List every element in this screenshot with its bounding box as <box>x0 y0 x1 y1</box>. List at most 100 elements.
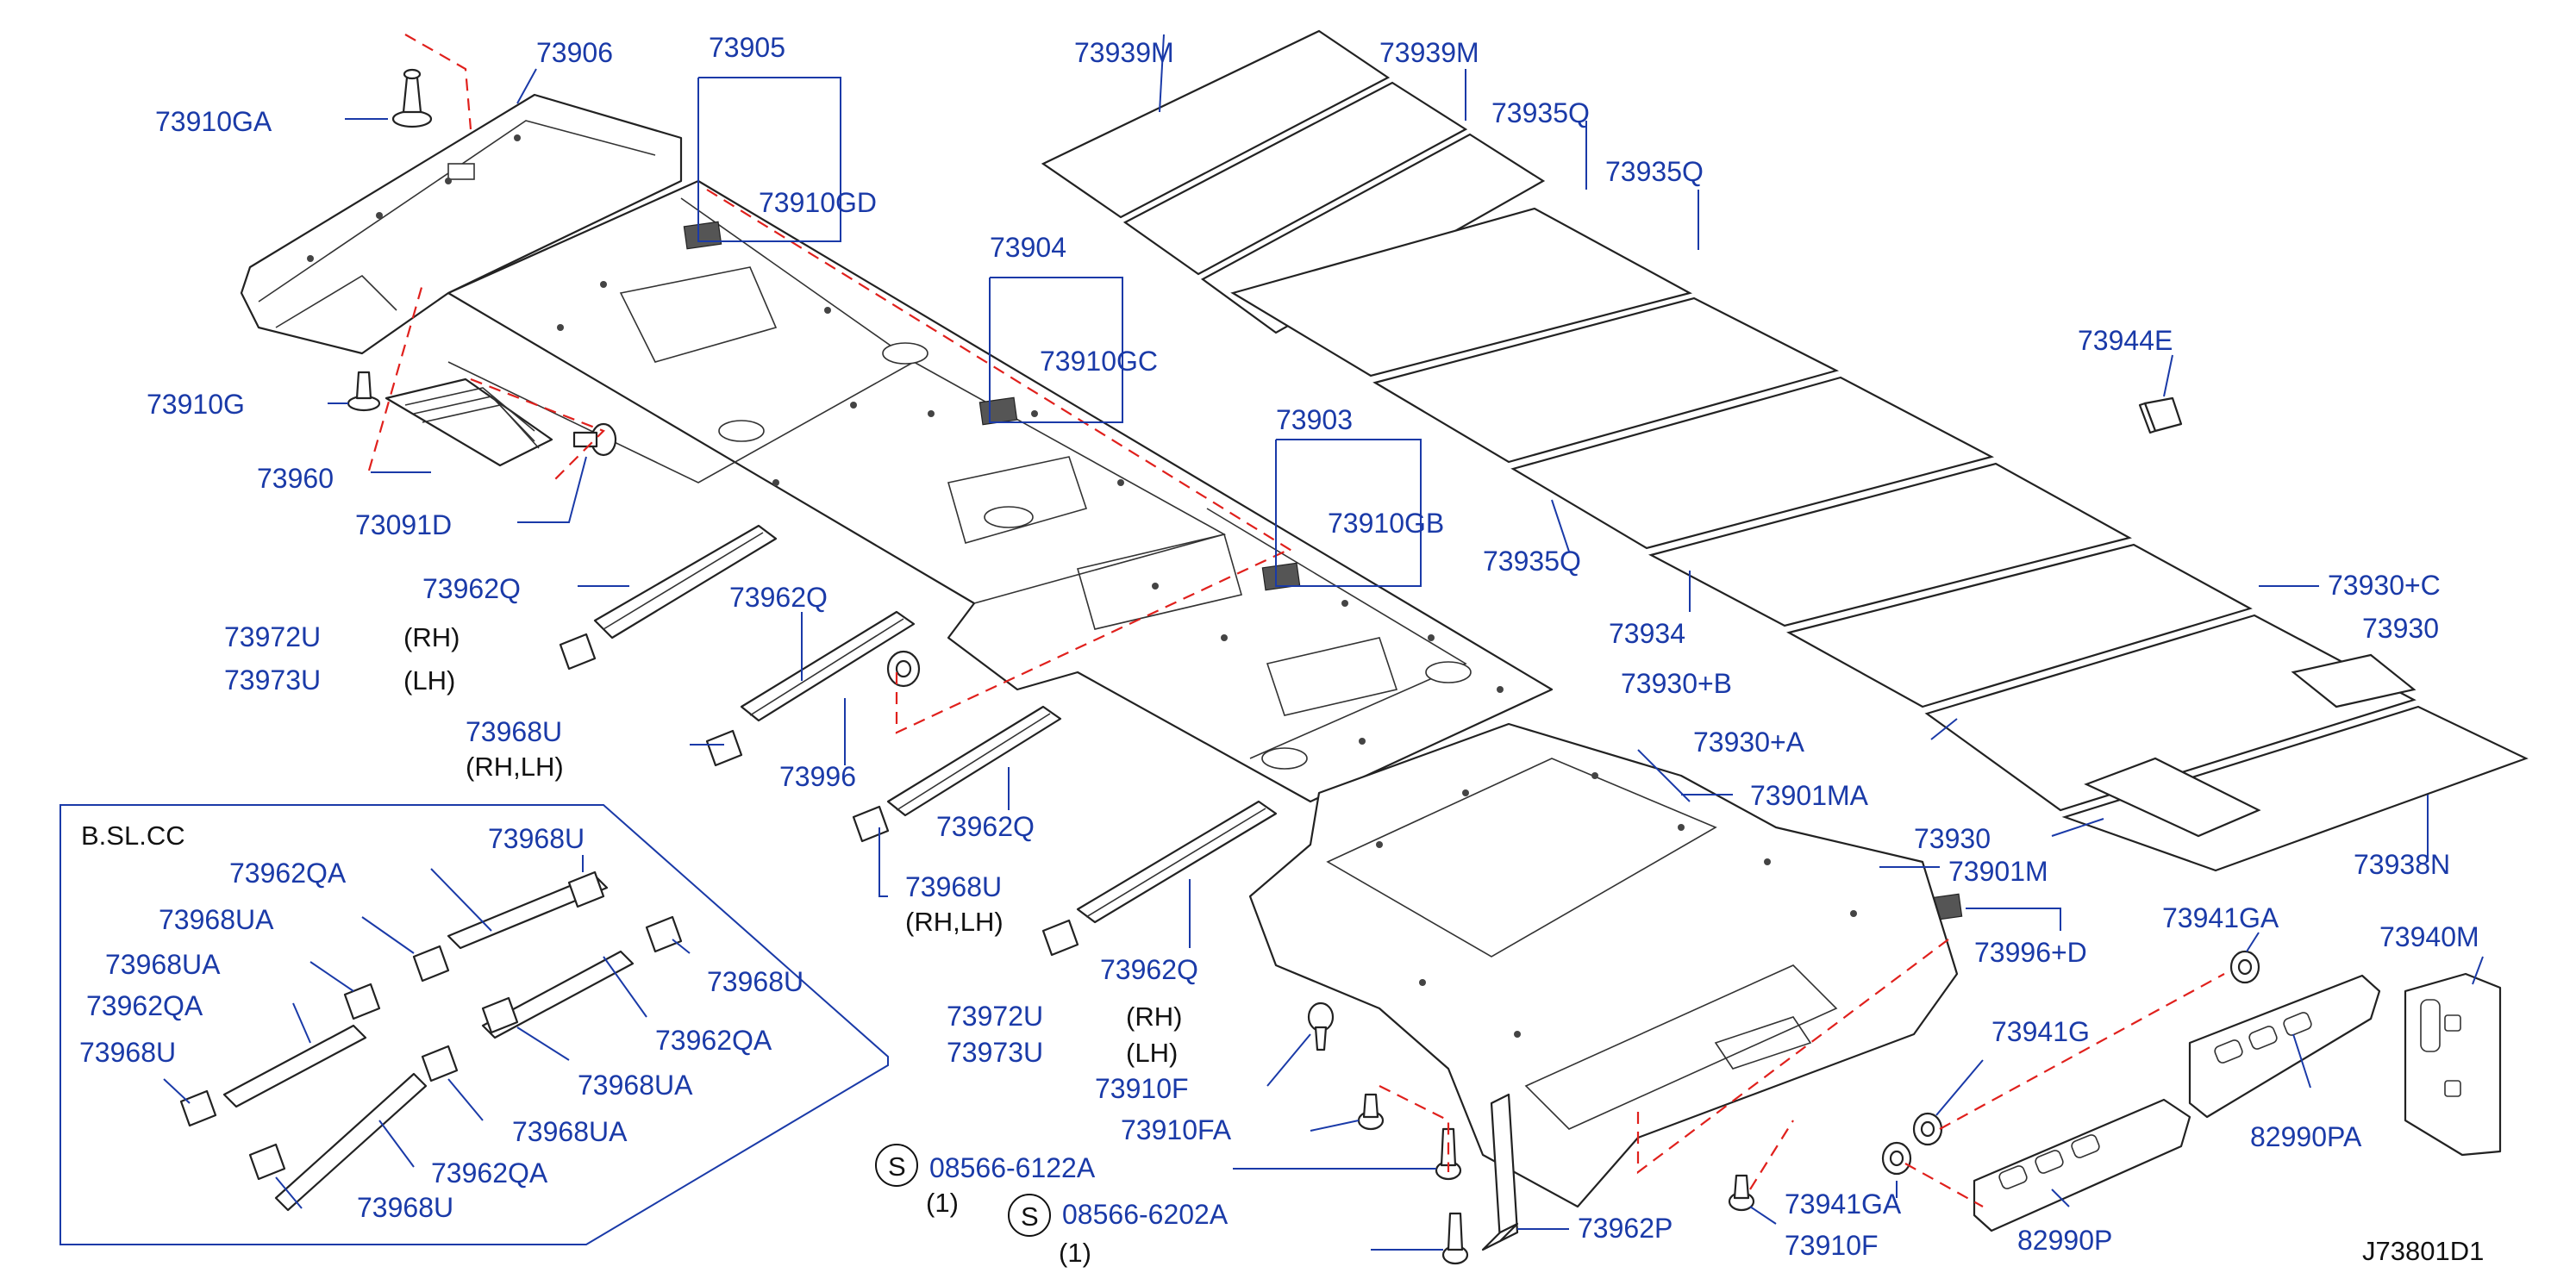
inset-label-73968UA-4: 73968UA <box>512 1116 628 1147</box>
assist-grip-73960 <box>385 377 553 467</box>
label-73962Q-4: 73962Q <box>1100 954 1198 985</box>
label-73962Q-2: 73962Q <box>729 582 828 613</box>
screw-symbol: S <box>888 1151 906 1182</box>
inset-label-73968UA-3: 73968UA <box>578 1070 693 1101</box>
cover-73940M <box>2404 972 2502 1157</box>
label-73996-D: 73996+D <box>1974 937 2087 968</box>
roof-panel-73935Q-2 <box>1230 207 1692 377</box>
label-73938N: 73938N <box>2354 849 2450 880</box>
assembly-lines <box>367 34 2225 1207</box>
label-qty-2: (1) <box>1059 1238 1091 1268</box>
leader-lines <box>328 34 2484 1251</box>
label-73973U-2: 73973U <box>947 1037 1043 1068</box>
label-73091D: 73091D <box>355 509 452 540</box>
clip-73968U-3 <box>1041 919 1079 957</box>
label-73996: 73996 <box>779 761 856 792</box>
clip-73910GA <box>391 68 433 128</box>
lamp-82990P <box>1973 1098 2191 1232</box>
clip-73941GA-2 <box>1881 1141 1912 1176</box>
label-rhlh-2: (RH,LH) <box>905 907 1004 937</box>
label-73930-B: 73930+B <box>1621 668 1732 699</box>
label-73905: 73905 <box>709 32 785 63</box>
label-73910GD: 73910GD <box>759 187 877 218</box>
bolt-08566-6202A <box>1441 1212 1469 1265</box>
label-73901M: 73901M <box>1948 856 2048 887</box>
lamp-82990PA <box>2188 974 2381 1119</box>
inset-label-73962QA-2: 73962QA <box>86 990 203 1021</box>
inset-label-73968U: 73968U <box>488 823 585 854</box>
rear-headliner-73901M <box>1248 722 1959 1208</box>
roof-panel-group <box>1041 29 2529 872</box>
label-qty-1: (1) <box>926 1188 959 1218</box>
screw-symbol-2: S <box>1021 1201 1039 1232</box>
label-rh-2: (RH) <box>1126 1001 1182 1032</box>
label-73910F: 73910F <box>1095 1073 1189 1104</box>
rail-73962Q-4 <box>1076 800 1278 924</box>
label-rhlh: (RH,LH) <box>466 752 564 782</box>
screw-symbol-circle-2 <box>1008 1194 1051 1237</box>
inset-box-BSLCC <box>59 804 889 1245</box>
inset-label-73962QA-4: 73962QA <box>431 1157 548 1189</box>
label-73960: 73960 <box>257 463 334 494</box>
screw-73091D <box>572 422 617 457</box>
label-73910GC: 73910GC <box>1040 346 1158 377</box>
label-73972U-2: 73972U <box>947 1001 1043 1032</box>
clip-73968U <box>705 729 743 767</box>
label-73962P: 73962P <box>1578 1213 1673 1244</box>
roof-panel-73930-C <box>2291 653 2417 708</box>
clip-73910G <box>347 371 381 412</box>
label-73930-C: 73930+C <box>2328 570 2441 601</box>
label-73930-A: 73930+A <box>1693 727 1805 758</box>
label-73934: 73934 <box>1609 618 1685 649</box>
label-73962Q: 73962Q <box>422 573 521 604</box>
inset-label-73962QA: 73962QA <box>229 858 347 889</box>
screw-73910F <box>1307 1001 1335 1051</box>
roof-panel-73939M <box>1041 29 1391 219</box>
label-82990PA: 82990PA <box>2250 1121 2362 1152</box>
inset-label-73968U-4: 73968U <box>357 1192 453 1223</box>
screw-symbol-circle <box>875 1144 918 1187</box>
roof-panel-73935Q-3 <box>1372 296 1840 464</box>
clip-73944E <box>2138 396 2183 434</box>
label-73968U-2: 73968U <box>905 871 1002 902</box>
label-73901MA: 73901MA <box>1750 780 1869 811</box>
clip-73972U <box>559 633 597 671</box>
label-73941GA-2: 73941GA <box>1785 1189 1902 1220</box>
label-73944E: 73944E <box>2078 325 2173 356</box>
pad-73910GC <box>979 396 1018 426</box>
label-lh-2: (LH) <box>1126 1038 1178 1068</box>
label-73910F-2: 73910F <box>1785 1230 1879 1261</box>
label-rh: (RH) <box>403 622 460 652</box>
front-trim-73906 <box>240 93 683 355</box>
label-73973U: 73973U <box>224 664 321 696</box>
label-73910G: 73910G <box>147 389 245 420</box>
clip-73941GA <box>2229 950 2260 984</box>
label-73962Q-3: 73962Q <box>936 811 1035 842</box>
pad-73910GB <box>1261 562 1301 591</box>
label-73904: 73904 <box>990 232 1066 263</box>
label-73903: 73903 <box>1276 404 1353 435</box>
label-73935Q-2: 73935Q <box>1605 156 1704 187</box>
bracket-73962P <box>1481 1093 1519 1251</box>
inset-label-73968U-3: 73968U <box>707 966 803 997</box>
label-73935Q: 73935Q <box>1491 97 1590 128</box>
labels: 73906 73905 73910GA 73910GD 73904 73910G… <box>79 32 2484 1268</box>
roof-panel-73934 <box>1648 462 2132 627</box>
rail-73962Q-2 <box>740 610 916 722</box>
label-73906: 73906 <box>536 37 613 68</box>
label-73935Q-3: 73935Q <box>1483 546 1581 577</box>
roof-panel-73930 <box>1786 543 2253 708</box>
inset-label-73968U-2: 73968U <box>79 1037 176 1068</box>
label-82990P: 82990P <box>2017 1225 2112 1256</box>
label-73941GA: 73941GA <box>2162 902 2279 933</box>
inset-label-73962QA-3: 73962QA <box>655 1025 772 1056</box>
label-73940M: 73940M <box>2379 921 2479 952</box>
clip-73996 <box>886 650 921 688</box>
label-08566-6202A: 08566-6202A <box>1062 1199 1229 1230</box>
label-73941G: 73941G <box>1991 1016 2090 1047</box>
rail-73962Q-3 <box>886 705 1062 817</box>
inset-title: B.SL.CC <box>81 820 185 851</box>
clip-73941G <box>1912 1112 1943 1146</box>
pad-73910GD <box>683 221 722 250</box>
